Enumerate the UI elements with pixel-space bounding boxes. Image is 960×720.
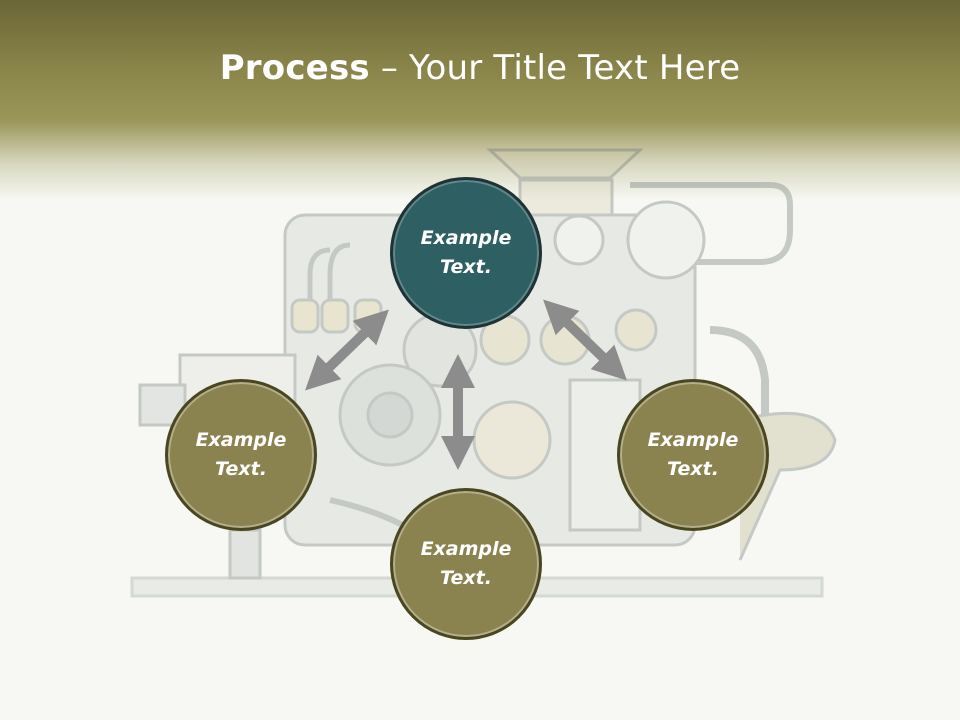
slide-title[interactable]: Process – Your Title Text Here — [0, 48, 960, 88]
arrow-top-left — [305, 309, 389, 391]
node-top-label: Example Text. — [420, 227, 512, 278]
arrow-top-right — [543, 299, 627, 381]
process-node-left[interactable]: Example Text. — [165, 379, 317, 531]
process-node-bottom[interactable]: Example Text. — [390, 488, 542, 640]
node-left-label: Example Text. — [195, 429, 287, 480]
process-node-right[interactable]: Example Text. — [617, 379, 769, 531]
header-band — [0, 0, 960, 200]
title-bold: Process — [219, 48, 370, 88]
process-node-top[interactable]: Example Text. — [390, 177, 542, 329]
node-right-label: Example Text. — [647, 429, 739, 480]
node-bottom-label: Example Text. — [420, 538, 512, 589]
title-rest: – Your Title Text Here — [369, 48, 741, 88]
